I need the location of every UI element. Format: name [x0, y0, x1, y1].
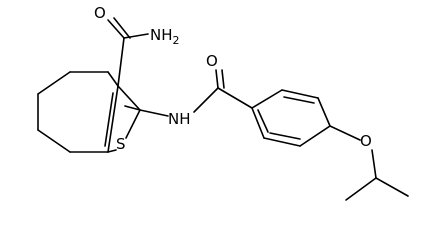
isopropoxy-group	[329, 125, 409, 201]
bond	[217, 87, 253, 109]
bond	[117, 37, 125, 87]
bond	[107, 149, 117, 153]
atom-label-nh: NH	[168, 110, 191, 128]
bond	[251, 107, 265, 139]
bond	[193, 87, 219, 113]
bond	[375, 177, 409, 197]
bond	[317, 97, 331, 127]
bond	[37, 71, 71, 95]
bond-double	[113, 17, 131, 39]
bond-double	[221, 69, 225, 89]
bond	[107, 19, 125, 39]
carboxamide-group	[107, 17, 149, 87]
atom-label-nh2: NH2	[150, 26, 180, 47]
bond	[123, 33, 149, 39]
bond-double	[269, 132, 301, 140]
thiophene-ring	[104, 71, 141, 153]
bond	[37, 129, 71, 153]
bond-double	[124, 105, 141, 111]
bond	[263, 137, 301, 147]
atom-label-o: O	[360, 132, 372, 150]
atom-label-s: S	[116, 135, 126, 153]
atom-label-o: O	[206, 52, 218, 70]
bond	[215, 69, 219, 89]
bond	[299, 125, 331, 147]
structure-diagram: O NH2 S NH O O	[37, 4, 409, 201]
benzene-ring	[251, 89, 331, 147]
bond	[345, 177, 377, 201]
bond-double	[104, 92, 114, 147]
bond	[139, 109, 169, 117]
bond	[281, 89, 319, 99]
bond	[125, 109, 141, 139]
bond	[371, 149, 377, 179]
bond	[107, 85, 119, 153]
bond	[329, 125, 361, 141]
molecule-canvas: O NH2 S NH O O	[37, 4, 409, 201]
atom-label-o: O	[94, 4, 106, 22]
cyclohexane-ring	[37, 71, 109, 153]
bond	[117, 85, 141, 111]
bond	[107, 71, 119, 87]
bond-double	[257, 109, 269, 133]
amide-linkage	[139, 69, 253, 117]
bond	[251, 89, 283, 109]
bond-double	[283, 96, 315, 104]
